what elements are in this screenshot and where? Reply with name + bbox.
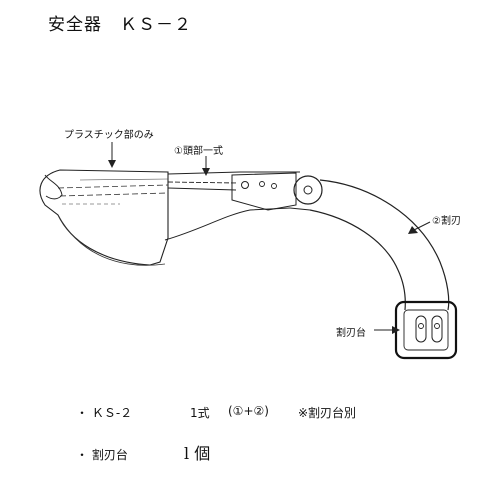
head-set-label: ①頭部一式 [174, 146, 223, 157]
spec-qty: 1式 [190, 406, 210, 420]
spec-row-blade-base: ・ 割刃台 [76, 446, 128, 463]
split-blade-label: ②割刃 [432, 216, 461, 227]
spec-qty-handwritten: l 個 [184, 444, 211, 463]
plastic-only-label: プラスチック部のみ [64, 130, 154, 141]
spec-bullet: ・ [76, 406, 89, 420]
page-title: 安全器 ＫＳ－２ [48, 15, 192, 35]
spec-bullet: ・ [76, 448, 89, 462]
blade-base-label: 割刃台 [336, 328, 366, 339]
spec-row-ks2: ・ ＫＳ-２ [76, 404, 132, 421]
spec-name: 割刃台 [91, 448, 128, 462]
spec-name: ＫＳ-２ [91, 406, 133, 420]
spec-parts: (①+②) [228, 404, 269, 418]
spec-note: ※割刃台別 [298, 406, 357, 420]
